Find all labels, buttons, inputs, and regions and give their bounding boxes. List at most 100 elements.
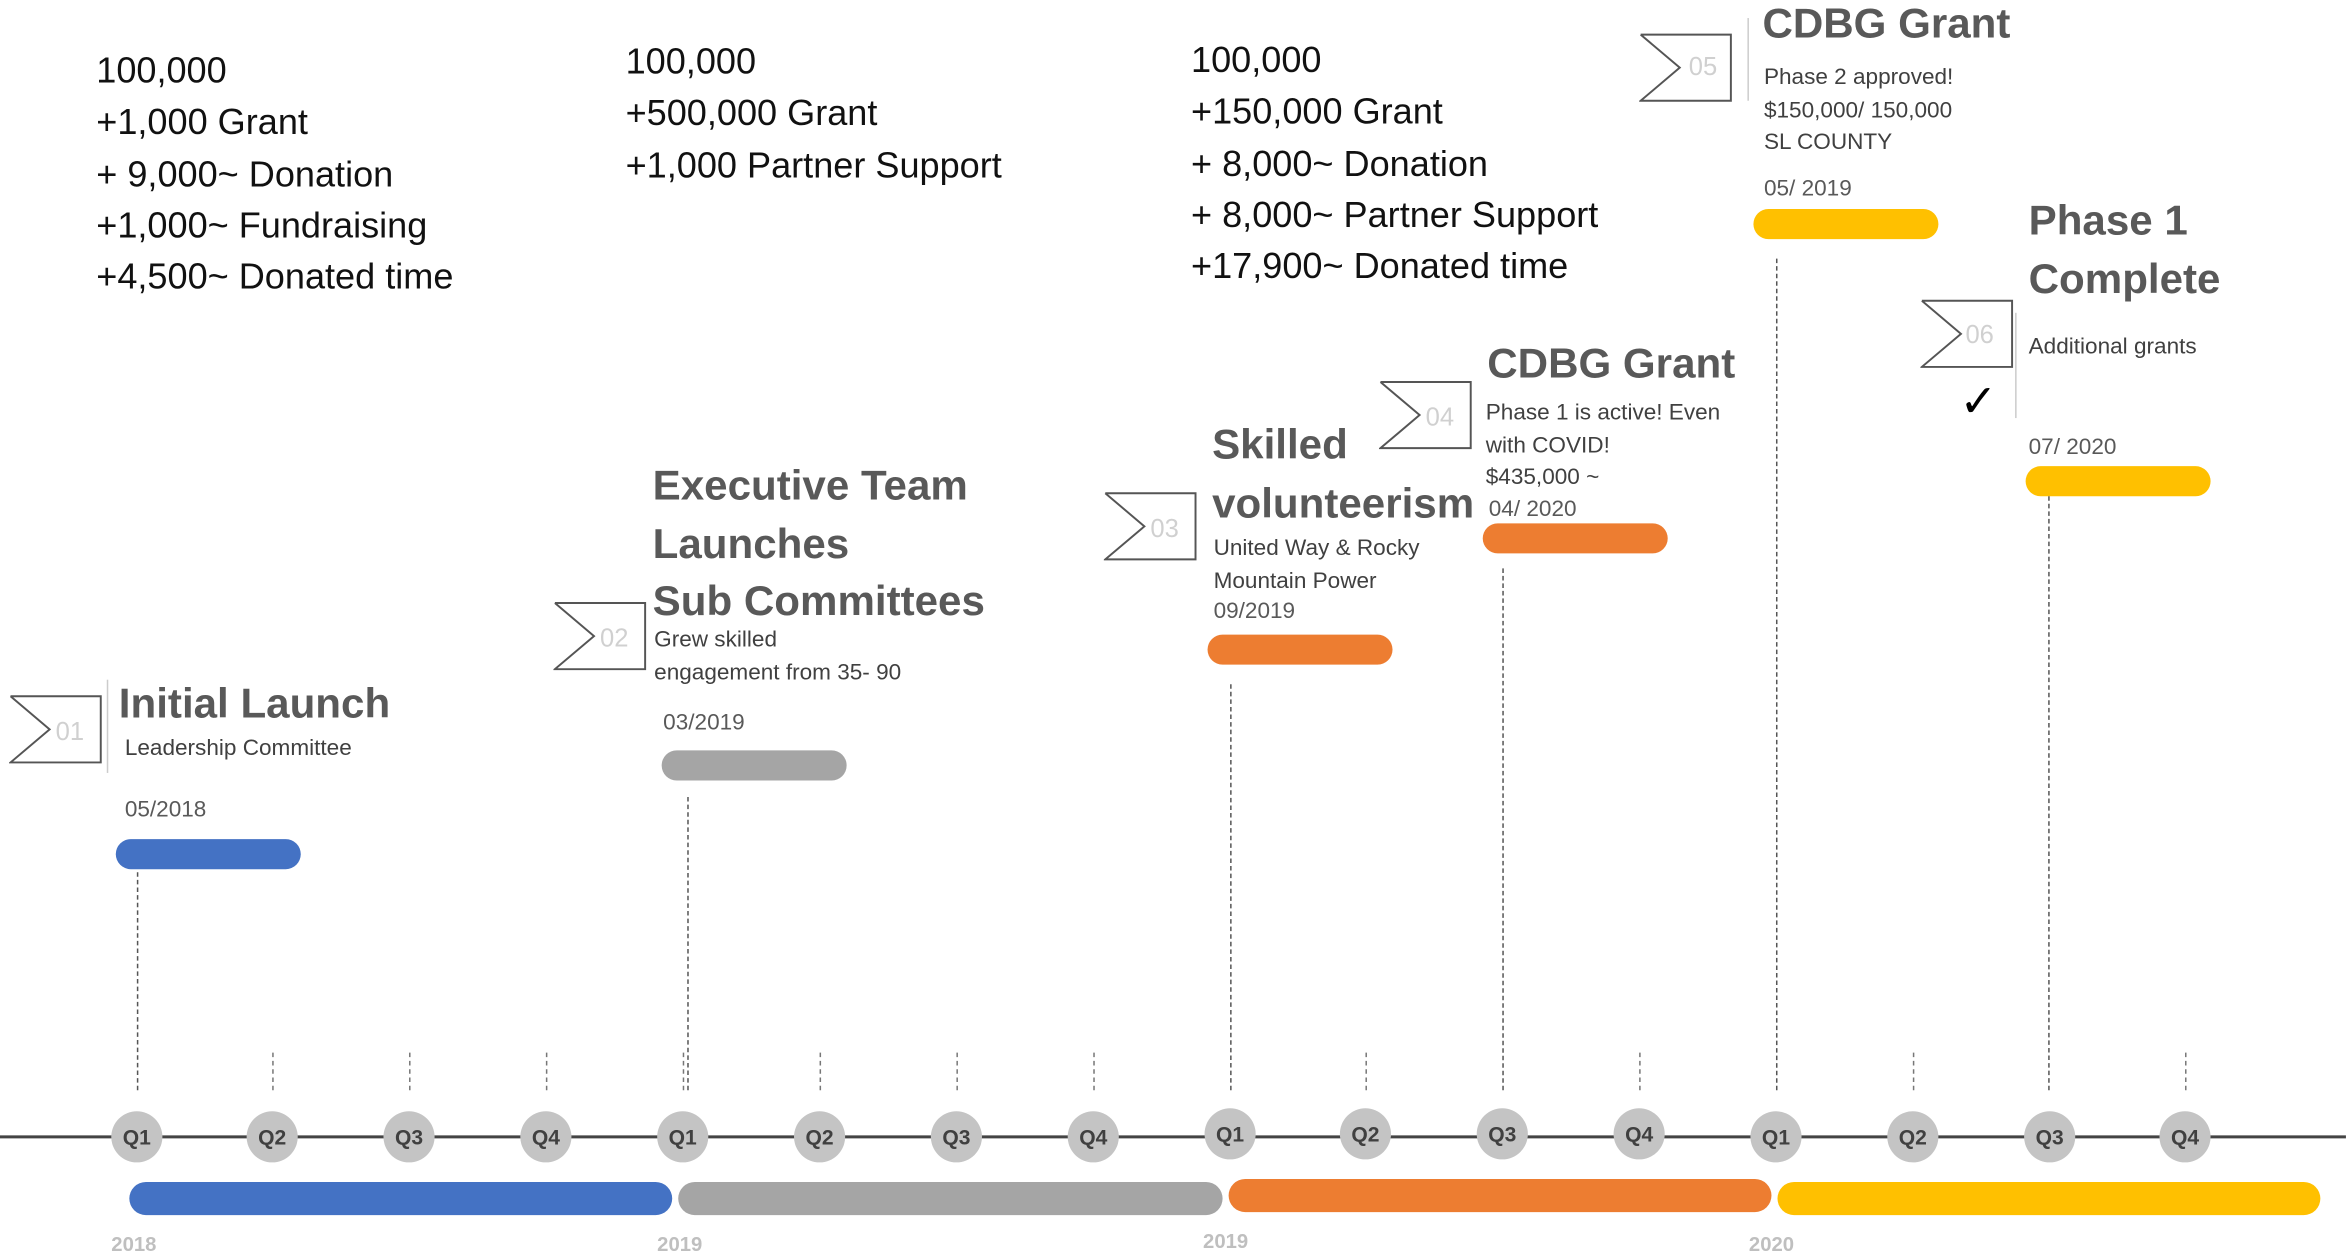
quarter-marker: Q3 bbox=[1476, 1108, 1528, 1160]
funding-line: + 8,000~ Donation bbox=[1191, 143, 1489, 185]
milestone-bar bbox=[1753, 209, 1939, 240]
milestone-subtitle: Phase 1 is active! Even with COVID! $435… bbox=[1486, 397, 1720, 494]
connector-line bbox=[2048, 496, 2050, 1091]
funding-line: +500,000 Grant bbox=[625, 93, 878, 135]
quarter-tick bbox=[1912, 1052, 1915, 1091]
quarter-tick bbox=[1365, 1052, 1367, 1091]
year-label: 2019 bbox=[657, 1233, 703, 1256]
milestone-flag-icon bbox=[9, 695, 102, 764]
year-label: 2018 bbox=[111, 1233, 157, 1256]
milestone-date: 04/ 2020 bbox=[1488, 496, 1577, 522]
funding-line: 100,000 bbox=[1191, 40, 1322, 82]
milestone-flag-icon bbox=[1639, 33, 1732, 102]
milestone-number: 05 bbox=[1688, 52, 1718, 82]
milestone-subtitle-line: Phase 1 is active! Even bbox=[1485, 400, 1721, 426]
milestone-date: 07/ 2020 bbox=[2028, 434, 2117, 461]
quarter-marker: Q2 bbox=[1339, 1108, 1392, 1160]
milestone-bar bbox=[115, 839, 301, 870]
milestone-subtitle-line: Mountain Power bbox=[1213, 567, 1377, 594]
milestone-date: 05/2018 bbox=[124, 797, 207, 823]
milestone-number: 01 bbox=[55, 717, 85, 746]
milestone-title: Phase 1 Complete bbox=[2029, 192, 2221, 308]
milestone-subtitle: Phase 2 approved! $150,000/ 150,000 SL C… bbox=[1764, 62, 1953, 159]
quarter-tick bbox=[682, 1052, 685, 1091]
milestone-subtitle-line: SL COUNTY bbox=[1763, 129, 1893, 155]
connector-line bbox=[1502, 568, 1504, 1091]
milestone-title-line: Executive Team bbox=[652, 461, 968, 509]
funding-line: + 8,000~ Partner Support bbox=[1191, 195, 1599, 236]
year-bar bbox=[1777, 1181, 2321, 1216]
quarter-tick bbox=[409, 1052, 411, 1091]
funding-line: +150,000 Grant bbox=[1191, 92, 1443, 133]
quarter-tick bbox=[819, 1052, 822, 1091]
milestone-divider bbox=[2015, 312, 2017, 419]
milestone-subtitle: Additional grants bbox=[2028, 333, 2197, 360]
connector-line bbox=[136, 872, 139, 1091]
quarter-marker: Q1 bbox=[111, 1111, 163, 1163]
milestone-title: CDBG Grant bbox=[1487, 339, 1736, 387]
year-bar bbox=[1228, 1178, 1772, 1213]
milestone-number: 06 bbox=[1965, 320, 1994, 349]
milestone-subtitle: Grew skilled engagement from 35- 90 bbox=[654, 624, 901, 689]
quarter-marker: Q3 bbox=[383, 1111, 435, 1163]
funding-line: +17,900~ Donated time bbox=[1191, 246, 1569, 288]
quarter-marker: Q2 bbox=[1887, 1111, 1939, 1163]
quarter-tick bbox=[545, 1052, 548, 1091]
milestone-subtitle-line: Phase 2 approved! bbox=[1763, 64, 1954, 91]
year-bar bbox=[129, 1181, 673, 1216]
milestone-date: 03/2019 bbox=[663, 709, 745, 736]
milestone-bar bbox=[2025, 466, 2211, 497]
milestone-number: 04 bbox=[1425, 403, 1455, 432]
milestone-subtitle: United Way & Rocky Mountain Power bbox=[1214, 532, 1420, 597]
milestone-flag-icon bbox=[1378, 380, 1472, 450]
timeline-axis bbox=[0, 1135, 2346, 1139]
milestone-subtitle-line: Grew skilled bbox=[654, 627, 777, 653]
quarter-marker: Q4 bbox=[1613, 1108, 1665, 1160]
milestone-subtitle-line: engagement from 35- 90 bbox=[654, 659, 902, 685]
quarter-marker: Q2 bbox=[246, 1111, 298, 1163]
year-label: 2020 bbox=[1748, 1233, 1795, 1256]
milestone-title-line: Launches bbox=[652, 519, 850, 567]
milestone-flag-icon bbox=[1103, 492, 1197, 561]
connector-line bbox=[1230, 684, 1232, 1091]
milestone-title-line: Phase 1 bbox=[2028, 196, 2188, 244]
milestone-divider bbox=[106, 679, 109, 773]
quarter-marker: Q4 bbox=[2159, 1111, 2211, 1163]
milestone-number: 03 bbox=[1150, 514, 1179, 543]
milestone-number: 02 bbox=[600, 624, 629, 653]
milestone-subtitle: Leadership Committee bbox=[124, 735, 352, 761]
milestone-date: 09/2019 bbox=[1213, 598, 1296, 625]
quarter-marker: Q1 bbox=[657, 1111, 709, 1163]
milestone-title-line: Sub Committees bbox=[652, 577, 985, 625]
funding-line: 100,000 bbox=[96, 51, 227, 92]
milestone-subtitle-line: with COVID! bbox=[1485, 432, 1610, 458]
milestone-title-line: Skilled bbox=[1212, 421, 1348, 468]
milestone-bar bbox=[1207, 634, 1393, 665]
checkmark-icon: ✓ bbox=[1959, 377, 1998, 428]
milestone-bar bbox=[1482, 523, 1668, 554]
milestone-flag-icon bbox=[553, 602, 647, 671]
quarter-marker: Q3 bbox=[930, 1111, 982, 1163]
year-label: 2019 bbox=[1203, 1230, 1249, 1253]
funding-line: +1,000 Grant bbox=[96, 102, 308, 144]
funding-block-2: 100,000 +500,000 Grant +1,000 Partner Su… bbox=[626, 38, 1002, 193]
milestone-subtitle-line: $435,000 ~ bbox=[1485, 464, 1600, 491]
milestone-title-line: volunteerism bbox=[1212, 478, 1475, 526]
milestone-divider bbox=[1747, 18, 1749, 101]
milestone-title: Executive Team Launches Sub Committees bbox=[653, 457, 985, 631]
quarter-marker: Q2 bbox=[794, 1111, 846, 1163]
milestone-date: 05/ 2019 bbox=[1763, 175, 1852, 202]
quarter-tick bbox=[1093, 1052, 1095, 1091]
funding-line: +1,000 Partner Support bbox=[625, 145, 1002, 186]
quarter-marker: Q1 bbox=[1204, 1108, 1256, 1160]
milestone-title: Skilled volunteerism bbox=[1212, 417, 1474, 533]
milestone-title: Initial Launch bbox=[118, 679, 391, 727]
quarter-marker: Q3 bbox=[2024, 1111, 2076, 1163]
milestone-subtitle-line: $150,000/ 150,000 bbox=[1763, 96, 1953, 123]
quarter-marker: Q4 bbox=[520, 1111, 572, 1163]
milestone-title-line: Complete bbox=[2028, 254, 2221, 302]
year-bar bbox=[678, 1181, 1223, 1216]
quarter-tick bbox=[272, 1052, 274, 1091]
quarter-tick bbox=[1639, 1052, 1641, 1091]
milestone-bar bbox=[661, 750, 847, 781]
